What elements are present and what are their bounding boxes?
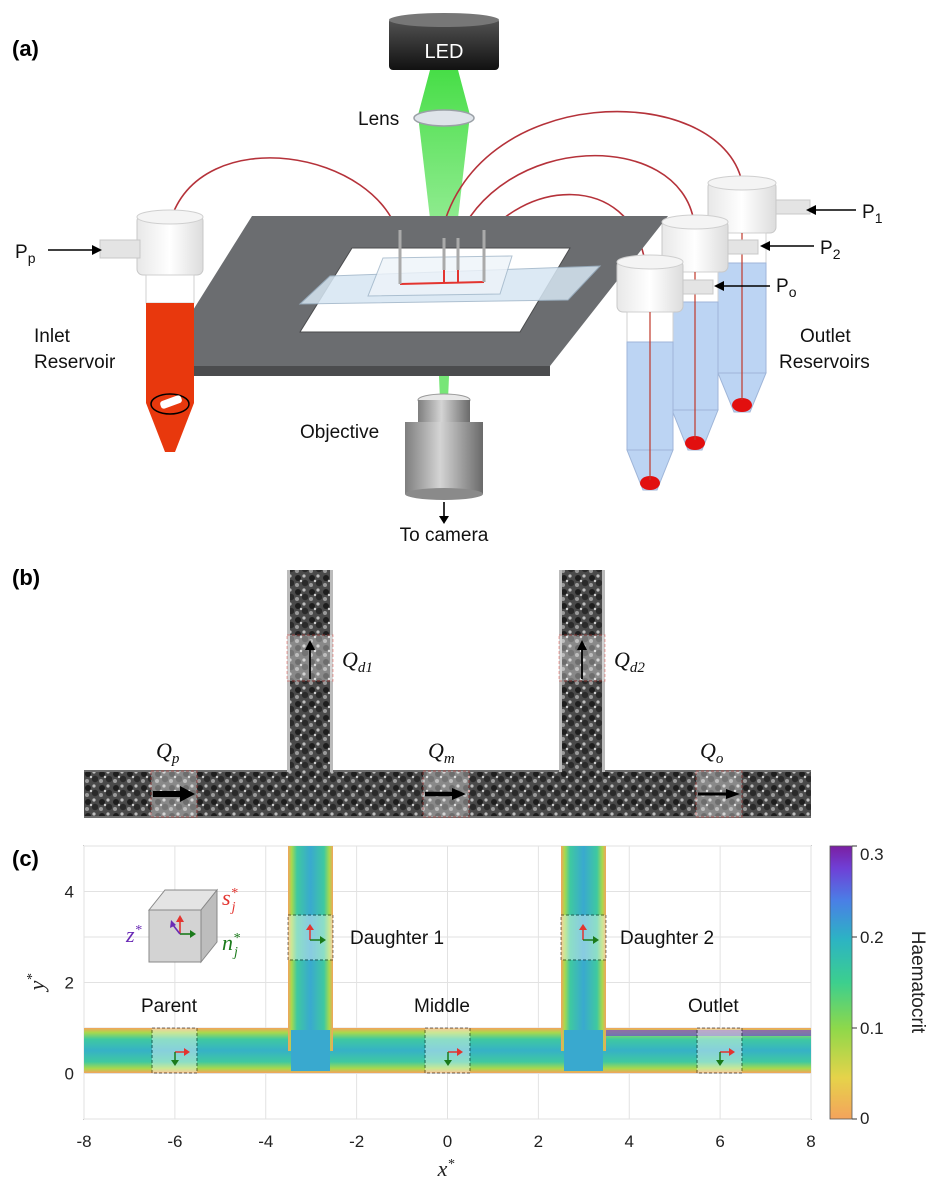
outlet-label-2: Reservoirs xyxy=(779,352,870,373)
parent-label: Parent xyxy=(141,996,198,1017)
lens-label: Lens xyxy=(358,109,399,130)
qo-label: Qo xyxy=(700,738,724,767)
roi-qp xyxy=(150,770,198,818)
panel-c-label: (c) xyxy=(12,846,39,871)
n-axis-label: n*j xyxy=(222,930,240,960)
heatmap xyxy=(84,846,811,1073)
qd1-label: Qd1 xyxy=(342,647,373,676)
panel-c: (c) xyxy=(12,845,928,1181)
colorbar-tick-label: 0.2 xyxy=(860,928,884,947)
heatmap-outlet-upper-wall xyxy=(606,1030,811,1036)
y-axis-title: y* xyxy=(24,974,49,993)
x-tick-label: 0 xyxy=(443,1132,452,1151)
roi-daughter1 xyxy=(287,914,334,961)
colorbar-ticks: 0 0.1 0.2 0.3 xyxy=(852,845,884,1128)
daughter2-label: Daughter 2 xyxy=(620,928,714,949)
panel-b-label: (b) xyxy=(12,565,40,590)
y-tick-label: 4 xyxy=(65,883,74,902)
inlet-reservoir xyxy=(99,209,204,452)
heatmap-daughter2-channel xyxy=(561,846,606,1051)
inlet-label-1: Inlet xyxy=(34,326,71,347)
x-tick-label: 8 xyxy=(806,1132,815,1151)
roi-parent xyxy=(151,1027,198,1074)
inlet-label-2: Reservoir xyxy=(34,352,116,373)
pp-label: Pp xyxy=(15,242,36,266)
qm-label: Qm xyxy=(428,738,455,767)
y-axis-ticks: 0 2 4 xyxy=(65,883,74,1084)
panel-a-label: (a) xyxy=(12,36,39,61)
y-tick-label: 0 xyxy=(65,1065,74,1084)
led-source: LED xyxy=(389,13,499,70)
colorbar-tick-label: 0 xyxy=(860,1109,869,1128)
led-label: LED xyxy=(425,41,464,63)
panel-a: (a) LED Lens xyxy=(12,13,883,546)
x-tick-label: -8 xyxy=(76,1132,91,1151)
po-label: Po xyxy=(776,276,797,300)
roi-qd1 xyxy=(286,634,334,682)
roi-qm xyxy=(422,770,470,818)
x-tick-label: 4 xyxy=(625,1132,634,1151)
colorbar-title: Haematocrit xyxy=(907,931,928,1034)
x-tick-label: 6 xyxy=(715,1132,724,1151)
roi-qd2 xyxy=(558,634,606,682)
p1-label: P1 xyxy=(862,202,883,226)
x-tick-label: -4 xyxy=(258,1132,273,1151)
z-axis-label: z* xyxy=(125,922,142,947)
roi-qo xyxy=(695,770,743,818)
microscope-stage xyxy=(158,216,668,376)
roi-daughter2 xyxy=(560,914,607,961)
y-tick-label: 2 xyxy=(65,974,74,993)
heatmap-junction-2 xyxy=(564,1030,603,1071)
outlet-label: Outlet xyxy=(688,996,739,1017)
roi-outlet xyxy=(696,1027,743,1074)
daughter1-label: Daughter 1 xyxy=(350,928,444,949)
qp-label: Qp xyxy=(156,738,180,767)
colorbar-tick-label: 0.3 xyxy=(860,845,884,864)
to-camera-label: To camera xyxy=(400,525,489,546)
lens xyxy=(413,109,475,127)
colorbar xyxy=(829,845,853,1120)
heatmap-daughter1-channel xyxy=(288,846,333,1051)
x-tick-label: -6 xyxy=(167,1132,182,1151)
x-tick-label: 2 xyxy=(534,1132,543,1151)
objective-label: Objective xyxy=(300,422,379,443)
heatmap-junction-1 xyxy=(291,1030,330,1071)
x-tick-label: -2 xyxy=(349,1132,364,1151)
middle-label: Middle xyxy=(414,996,470,1017)
colorbar-tick-label: 0.1 xyxy=(860,1019,884,1038)
s-axis-label: s*j xyxy=(222,885,238,915)
outlet-reservoir-3 xyxy=(616,254,714,491)
coordinate-cube xyxy=(147,888,219,964)
qd2-label: Qd2 xyxy=(614,647,645,676)
panel-b: (b) xyxy=(12,565,811,818)
outlet-label-1: Outlet xyxy=(800,326,851,347)
x-axis-title: x* xyxy=(437,1156,455,1181)
objective xyxy=(405,393,483,500)
p2-label: P2 xyxy=(820,238,841,262)
roi-middle xyxy=(424,1027,471,1074)
x-axis-ticks: -8 -6 -4 -2 0 2 4 6 8 xyxy=(76,1132,815,1151)
